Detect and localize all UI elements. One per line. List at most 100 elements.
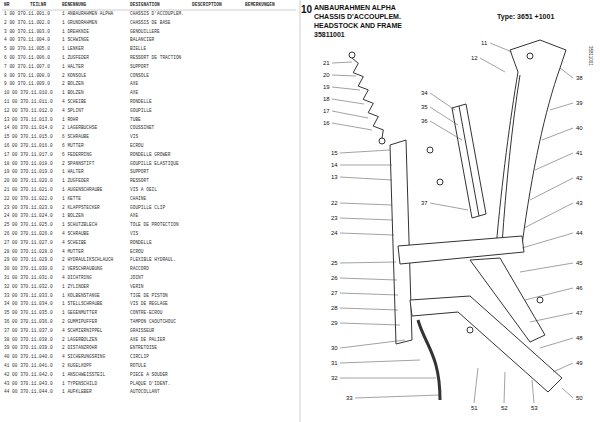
table-cell: BIELLE [130,47,146,52]
table-cell: 13 00 370.11.013.0 [4,118,53,123]
lower-arm [410,296,562,392]
callout-number: 49 [575,360,584,367]
table-cell: 29 00 370.11.029.0 [4,258,53,263]
table-cell: 7 00 370.11.007.0 [4,65,50,70]
table-cell: FLEXIBLE HYDRAUL. [130,258,176,263]
callout-number: 39 [575,100,584,107]
table-cell: 41 00 370.11.041.0 [4,364,53,369]
table-cell: 1 HALTER [62,65,84,70]
table-cell: RONDELLE [130,100,152,105]
table-cell: 26 00 370.11.026.0 [4,232,53,237]
table-cell: 1 DREHKNIE [62,30,89,35]
table-cell: 25 00 370.11.025.0 [4,223,53,228]
callout-number: 21 [322,60,331,67]
table-cell: 1 STELLSCHRAUBE [62,302,103,307]
table-cell: 1 BOLZEN [62,91,84,96]
table-cell: 18 00 370.11.018.0 [4,162,53,167]
callout-number: 36 [420,118,429,125]
table-cell: SUPPORT [130,170,149,175]
table-cell: AXE [130,91,138,96]
table-cell: 40 00 370.11.040.0 [4,355,53,360]
table-cell: 4 SCHMIERNIPPEL [62,329,103,334]
callout-number: 42 [575,175,584,182]
table-cell: 39 00 370.11.039.0 [4,346,53,351]
callout-number: 51 [470,405,479,412]
table-cell: 1 ANSCHWEISSTEIL [62,373,105,378]
table-cell: CONSOLE [130,74,149,79]
table-cell: ECROU [130,250,144,255]
table-cell: ENTRETOISE [130,346,157,351]
table-cell: 6 FEDERRING [62,153,92,158]
table-cell: CHASSIS DE BASE [130,21,171,26]
callout-number: 48 [575,335,584,342]
callout-number: 24 [330,230,339,237]
table-cell: AUTOCOLLANT [130,390,160,395]
table-cell: 1 TYPENSCHILD [62,382,97,387]
cylinder-rod [459,106,479,216]
table-cell: TAMPON CAOUTCHOUC [130,320,176,325]
table-cell: BALANCIER [130,38,154,43]
table-header: BENENNUNG [62,3,86,8]
page-number: 10 [301,4,312,15]
table-cell: GENOUILLERE [130,30,160,35]
table-cell: 2 KONSOLE [62,74,86,79]
table-cell: AXE DE PALIER [130,338,165,343]
table-cell: 1 KETTE [62,197,81,202]
heading: Type: 3651 +1001 [497,13,554,21]
bolt [467,327,473,333]
callout-number: 52 [500,405,509,412]
table-cell: 32 00 370.11.032.0 [4,285,53,290]
bolt [437,179,443,185]
table-cell: 19 00 370.11.019.0 [4,170,53,175]
table-cell: RACCORD [130,267,149,272]
table-header: DESCRIPTION [192,3,222,8]
callout-number: 53 [530,405,539,412]
table-cell: 4 00 370.11.004.0 [4,38,50,43]
table-cell: TOLE DE PROTECTION [130,223,179,228]
table-cell: 4 SCHEIBE [62,241,86,246]
callout-number: 23 [330,215,339,222]
table-cell: RESSORT [130,179,149,184]
callout-number: 25 [330,260,339,267]
table-cell: 2 DISTANZROHR [62,346,97,351]
table-cell: 4 SCHRAUBE [62,232,89,237]
table-cell: 1 ZUGFEDER [62,56,89,61]
table-cell: 22 00 370.11.022.0 [4,197,53,202]
mast [496,40,566,248]
callout-number: 26 [330,275,339,282]
table-cell: 6 00 370.11.006.0 [4,56,50,61]
table-cell: 43 00 370.11.043.0 [4,382,53,387]
table-cell: 2 BOLZEN [62,82,84,87]
table-cell: VIS A OEIL [130,188,157,193]
table-cell: PLAQUE D'IDENT. [130,382,171,387]
table-cell: 2 KLAPPSTECKER [62,206,100,211]
leader-lines [332,43,573,403]
table-cell: ROTULE [130,364,146,369]
cylinder [452,104,486,218]
spring-hook [349,52,355,58]
spring [352,58,383,138]
table-cell: RONDELLE GROWER [130,153,171,158]
heading: ANBAURAHMEN ALPHA [314,4,396,12]
table-cell: 30 00 370.11.030.0 [4,267,53,272]
table-cell: 1 SCHUTZBLECH [62,223,97,228]
callout-number: 19 [322,84,331,91]
table-cell: 2 LAGERBOLZEN [62,338,97,343]
table-cell: 1 BOLZEN [62,214,84,219]
table-cell: 36 00 370.11.036.0 [4,320,53,325]
table-cell: GOUPILLE [130,109,152,114]
table-cell: 9 00 370.11.009.0 [4,82,50,87]
table-cell: 24 00 370.11.024.0 [4,214,53,219]
callout-number: 12 [470,55,479,62]
table-cell: 42 00 370.11.042.0 [4,373,53,378]
table-cell: 37 00 370.11.037.0 [4,329,53,334]
table-cell: GOUPILLE ELASTIQUE [130,162,179,167]
callout-number: 38 [575,75,584,82]
table-cell: CONTRE-ECROU [130,311,162,316]
table-cell: 1 KOLBENSTANGE [62,294,100,299]
table-cell: CHAINE [130,197,146,202]
table-cell: 2 00 370.11.002.0 [4,21,50,26]
callout-number: 43 [575,200,584,207]
callout-number: 47 [575,310,584,317]
brace-arm [470,258,545,342]
